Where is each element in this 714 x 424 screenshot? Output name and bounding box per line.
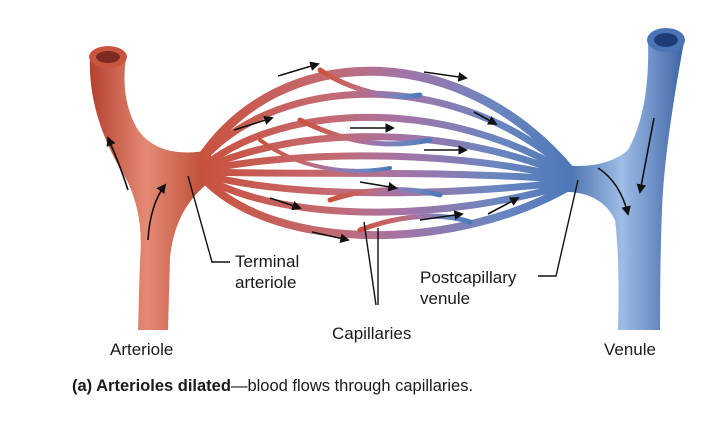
flow-arrow (269, 197, 302, 211)
flow-arrow (311, 231, 350, 244)
leader-terminal-arteriole (187, 175, 230, 263)
terminal-arteriole-label: Terminal arteriole (235, 251, 299, 293)
flow-arrow (423, 71, 468, 82)
arteriole-vessel (89, 46, 215, 330)
flow-arrow (487, 197, 520, 215)
flow-arrow-arteriole-in (147, 183, 167, 241)
leader-capillaries-1 (363, 221, 377, 306)
flow-arrow (359, 181, 398, 192)
flow-arrow (277, 61, 320, 77)
flow-arrow (233, 115, 274, 131)
venule-label: Venule (604, 340, 656, 359)
flow-arrow-arteriole-up (106, 136, 129, 191)
capillaries-label: Capillaries (332, 324, 412, 343)
caption-bold: (a) Arterioles dilated (72, 377, 231, 395)
figure-caption: (a) Arterioles dilated—blood flows throu… (72, 377, 473, 396)
terminal-arteriole-label-line1: Terminal (235, 252, 300, 271)
flow-arrow (473, 111, 498, 125)
flow-arrow-venule-down (636, 117, 655, 194)
flow-arrow-venule-out (597, 167, 631, 216)
venule-vessel (560, 28, 685, 330)
flow-arrows (106, 61, 655, 244)
leader-postcapillary-venule (538, 179, 579, 277)
postcapillary-venule-label: Postcapillary venule (420, 267, 516, 309)
capillary-bed (195, 66, 575, 240)
terminal-arteriole-label-line2: arteriole (235, 273, 297, 292)
leader-lines (187, 175, 579, 306)
caption-rest: —blood flows through capillaries. (230, 377, 474, 395)
postcapillary-venule-label-line1: Postcapillary (420, 268, 517, 287)
postcapillary-venule-label-line2: venule (420, 289, 471, 308)
arteriole-label: Arteriole (110, 340, 174, 359)
flow-arrow (419, 210, 464, 221)
